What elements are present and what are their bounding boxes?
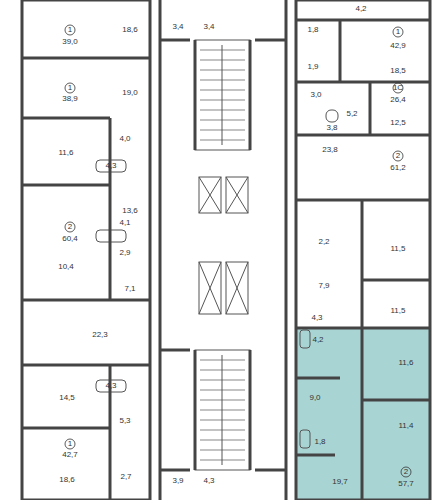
room-area: 13,6 xyxy=(122,207,138,215)
room-area: 19,0 xyxy=(122,89,138,97)
room-area: 22,3 xyxy=(92,331,108,339)
room-area: 39,0 xyxy=(62,38,78,46)
room-area: 1 xyxy=(68,440,72,448)
room-area: 4,3 xyxy=(105,162,116,170)
room-area: 11,6 xyxy=(399,359,414,367)
room-area: 23,8 xyxy=(322,146,338,154)
room-area: 42,9 xyxy=(390,42,406,50)
room-area: 7,1 xyxy=(124,285,135,293)
room-area: 12,5 xyxy=(390,119,406,127)
room-area: 38,9 xyxy=(62,95,78,103)
room-area: 11,4 xyxy=(399,422,414,430)
room-area: 7,9 xyxy=(318,282,329,290)
room-area: 11,6 xyxy=(59,149,74,157)
room-area: 18,6 xyxy=(59,476,75,484)
room-area: 3,4 xyxy=(172,23,183,31)
room-area: 1,9 xyxy=(307,63,318,71)
room-area: 14,5 xyxy=(59,394,75,402)
room-area: 4,2 xyxy=(355,5,366,13)
room-area: 4,3 xyxy=(203,477,214,485)
room-area: 4,1 xyxy=(119,219,130,227)
room-area: 2,9 xyxy=(119,249,130,257)
room-area: 4,2 xyxy=(312,336,323,344)
room-area: 1,8 xyxy=(314,438,325,446)
room-area: 11,5 xyxy=(391,245,406,253)
room-area: 5,2 xyxy=(346,110,357,118)
room-area: 11,5 xyxy=(391,307,406,315)
room-area: 10,4 xyxy=(58,263,74,271)
room-area: 3,9 xyxy=(172,477,183,485)
room-area: 1 xyxy=(68,84,72,92)
room-area: 2,7 xyxy=(120,473,131,481)
room-area: 2,2 xyxy=(318,238,329,246)
room-area: 9,0 xyxy=(309,394,320,402)
room-area: 61,2 xyxy=(390,164,406,172)
room-area: 4,0 xyxy=(119,135,130,143)
room-area: 4,3 xyxy=(311,314,322,322)
room-area: 1 xyxy=(68,26,72,34)
room-area: 60,4 xyxy=(62,235,78,243)
room-area: 42,7 xyxy=(62,451,78,459)
room-area: 3,8 xyxy=(326,124,337,132)
room-area: 1 xyxy=(396,28,400,36)
room-area: 1,8 xyxy=(307,26,318,34)
room-area: 5,3 xyxy=(119,417,130,425)
room-area: 57,7 xyxy=(398,480,414,488)
room-area: 2 xyxy=(68,223,72,231)
room-area: 2 xyxy=(396,152,400,160)
room-area: 18,6 xyxy=(122,26,138,34)
room-area: 3,0 xyxy=(310,91,321,99)
room-area: 19,7 xyxy=(332,478,348,486)
room-area: 1С xyxy=(393,84,403,92)
room-area: 4,3 xyxy=(105,382,116,390)
room-area: 3,4 xyxy=(203,23,214,31)
room-area: 2 xyxy=(404,468,408,476)
room-area: 26,4 xyxy=(390,96,406,104)
room-area: 18,5 xyxy=(390,67,406,75)
